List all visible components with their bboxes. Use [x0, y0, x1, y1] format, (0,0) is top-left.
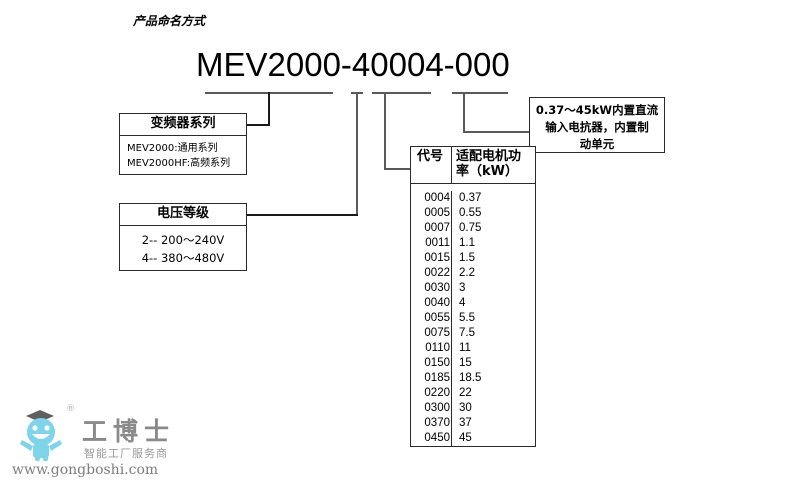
- table-row: 0110 11: [411, 340, 535, 356]
- table-cell-code: 0220: [411, 385, 452, 401]
- table-cell-code: 0030: [411, 280, 452, 296]
- callout-reactor: 0.37～45kW内置直流 输入电抗器，内置制 动单元: [529, 97, 665, 153]
- table-cell-power: 11: [459, 341, 471, 354]
- table-cell-code: 0015: [411, 250, 452, 266]
- table-cell-power: 4: [459, 296, 466, 309]
- leader-drop-voltage: [356, 92, 358, 216]
- callout-voltage: 电压等级 2-- 200～240V 4-- 380～480V: [119, 203, 247, 271]
- table-cell-power: 30: [459, 401, 472, 414]
- leader-elbow-series: [246, 124, 270, 126]
- page-title: 产品命名方式: [133, 14, 206, 28]
- table-spacer-row: [411, 183, 535, 191]
- table-cell-code: 0007: [411, 220, 452, 236]
- table-cell-code: 0370: [411, 415, 452, 431]
- table-row: 0185 18.5: [411, 370, 535, 386]
- table-cell-power: 0.55: [459, 206, 482, 219]
- table-cell-code: 0075: [411, 325, 452, 341]
- leader-elbow-voltage: [246, 214, 358, 216]
- table-cell-power: 18.5: [459, 371, 482, 384]
- table-header-power-line2: 率（kW）: [456, 164, 518, 180]
- table-cell-power: 3: [459, 281, 466, 294]
- table-cell-power: 1.1: [459, 236, 475, 249]
- callout-series: 变频器系列 MEV2000:通用系列 MEV2000HF:高频系列: [119, 113, 247, 175]
- leader-drop-power: [384, 92, 386, 170]
- leader-drop-reactor: [463, 92, 465, 133]
- table-cell-code: 0185: [411, 370, 452, 386]
- model-number: MEV2000-40004-000: [196, 46, 510, 83]
- table-cell-power: 37: [459, 416, 472, 429]
- table-row: 0004 0.37: [411, 190, 535, 206]
- table-cell-power: 2.2: [459, 266, 475, 279]
- callout-series-body: MEV2000:通用系列 MEV2000HF:高频系列: [120, 136, 246, 177]
- table-row: 0300 30: [411, 400, 535, 416]
- leader-elbow-power: [384, 168, 411, 170]
- table-cell-code: 0040: [411, 295, 452, 311]
- table-cell-power: 0.37: [459, 191, 482, 204]
- table-cell-power: 0.75: [459, 221, 482, 234]
- table-row: 0005 0.55: [411, 205, 535, 221]
- table-cell-code: 0005: [411, 205, 452, 221]
- table-row: 0011 1.1: [411, 235, 535, 251]
- mascot-logo-icon: [20, 410, 62, 461]
- table-row: 0007 0.75: [411, 220, 535, 236]
- table-header-power: 适配电机功 率（kW）: [451, 147, 535, 184]
- table-row: 0450 45: [411, 430, 535, 446]
- registered-mark: ®: [66, 404, 75, 414]
- table-cell-code: 0300: [411, 400, 452, 416]
- table-cell-power: 45: [459, 431, 472, 444]
- table-row: 0055 5.5: [411, 310, 535, 326]
- table-cell-code: 0110: [411, 340, 452, 356]
- watermark: ® 工博士 智能工厂服务商 www.gongboshi.com: [6, 404, 206, 484]
- table-row: 0150 15: [411, 355, 535, 371]
- callout-voltage-body: 2-- 200～240V 4-- 380～480V: [120, 226, 246, 273]
- watermark-brand: 工博士: [82, 417, 176, 446]
- table-cell-power: 22: [459, 386, 472, 399]
- series-option-general: MEV2000:通用系列: [127, 143, 218, 155]
- table-spacer-cell: [452, 183, 536, 191]
- reactor-line-2: 输入电抗器，内置制: [545, 120, 649, 135]
- table-spacer-cell: [411, 183, 452, 191]
- table-header-row: 代号 适配电机功 率（kW）: [411, 147, 535, 184]
- table-cell-power: 5.5: [459, 311, 475, 324]
- leader-underline-power: [372, 92, 431, 94]
- callout-series-header: 变频器系列: [120, 114, 246, 137]
- table-row: 0220 22: [411, 385, 535, 401]
- table-row: 0015 1.5: [411, 250, 535, 266]
- leader-underline-reactor: [452, 92, 508, 94]
- table-cell-code: 0004: [411, 190, 452, 206]
- series-option-highfreq: MEV2000HF:高频系列: [127, 157, 231, 169]
- table-header-power-line1: 适配电机功: [456, 149, 522, 164]
- table-row: 0022 2.2: [411, 265, 535, 281]
- watermark-tagline: 智能工厂服务商: [84, 447, 168, 460]
- table-cell-power: 15: [459, 356, 472, 369]
- table-row: 0030 3: [411, 280, 535, 296]
- table-row: 0370 37: [411, 415, 535, 431]
- table-header-code: 代号: [411, 147, 452, 184]
- table-cell-code: 0055: [411, 310, 452, 326]
- voltage-option-200v: 2-- 200～240V: [141, 233, 225, 248]
- reactor-line-3: 动单元: [579, 137, 615, 152]
- leader-elbow-reactor: [463, 131, 529, 133]
- watermark-url: www.gongboshi.com: [12, 462, 159, 478]
- table-row: 0075 7.5: [411, 325, 535, 341]
- table-row: 0040 4: [411, 295, 535, 311]
- leader-drop-series: [268, 92, 270, 125]
- table-cell-code: 0450: [411, 430, 452, 446]
- callout-voltage-header: 电压等级: [120, 204, 246, 227]
- voltage-option-380v: 4-- 380～480V: [141, 250, 225, 265]
- table-cell-code: 0022: [411, 265, 452, 281]
- table-cell-code: 0150: [411, 355, 452, 371]
- table-cell-power: 7.5: [459, 326, 475, 339]
- table-cell-code: 0011: [411, 235, 452, 251]
- reactor-line-1: 0.37～45kW内置直流: [535, 103, 659, 117]
- table-cell-power: 1.5: [459, 251, 475, 264]
